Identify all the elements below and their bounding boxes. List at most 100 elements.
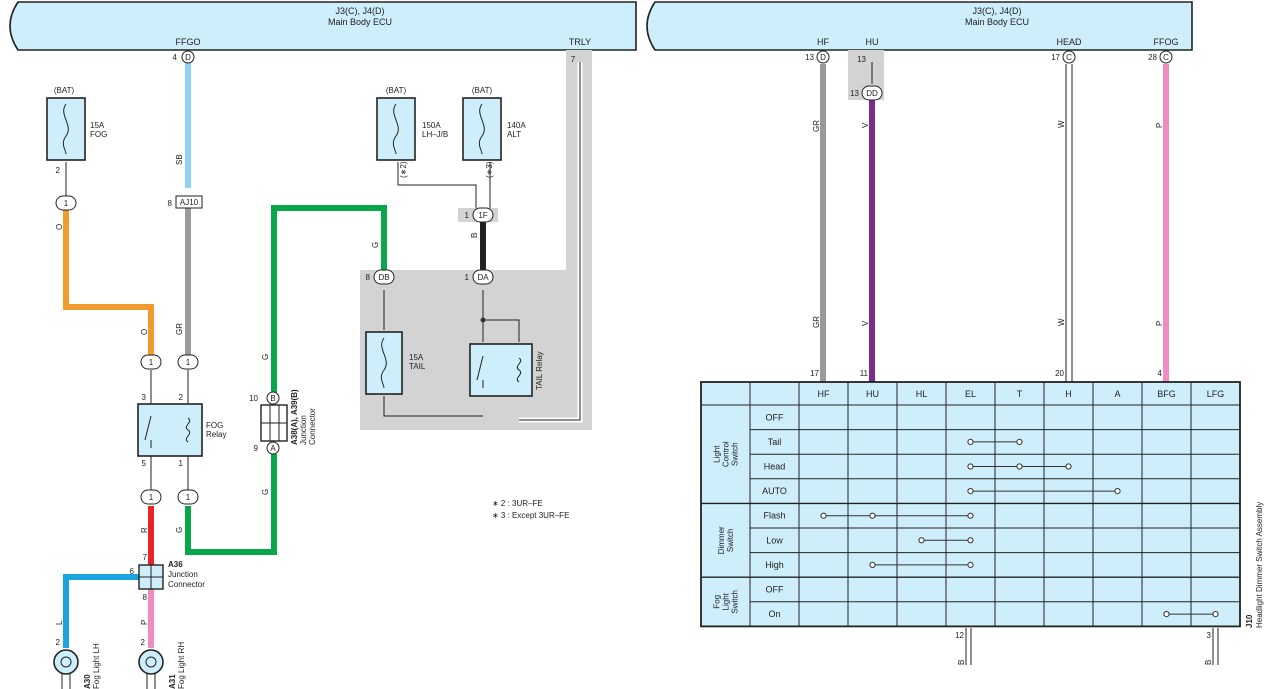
- junction-a36: 6 7 8 A36 Junction Connector: [130, 553, 206, 602]
- column-header-bfg: BFG: [1157, 389, 1176, 399]
- svg-text:G: G: [261, 354, 270, 360]
- assembly-code: J10: [1245, 614, 1254, 628]
- junction-a36-code: A36: [168, 560, 183, 569]
- fog-light-rh: A31 Fog Light RH 2: [138, 638, 186, 689]
- pin-label-ffgo: FFGO: [176, 37, 201, 47]
- svg-text:1: 1: [64, 199, 69, 208]
- wire-orange: [63, 210, 154, 355]
- wire-green-high: [271, 205, 387, 393]
- connection-dot: [967, 512, 974, 519]
- tail-relay-label: TAIL Relay: [535, 351, 544, 390]
- svg-text:Fog Light LH: Fog Light LH: [92, 643, 101, 689]
- junction-pin-b: B: [270, 394, 275, 403]
- svg-text:B: B: [1204, 660, 1213, 665]
- fog-fuse-source: (BAT): [54, 86, 75, 95]
- svg-text:7: 7: [143, 553, 148, 562]
- svg-text:GR: GR: [812, 316, 821, 328]
- column-header-hf: HF: [818, 389, 830, 399]
- connection-dot: [820, 512, 827, 519]
- svg-text:Fog Light RH: Fog Light RH: [177, 642, 186, 689]
- connection-dot: [967, 488, 974, 495]
- svg-text:8: 8: [168, 199, 173, 208]
- wire-blue: [63, 574, 139, 648]
- svg-text:W: W: [1057, 318, 1066, 326]
- svg-text:3: 3: [1207, 631, 1212, 640]
- connection-dot: [1016, 463, 1023, 470]
- svg-text:20: 20: [1055, 369, 1064, 378]
- svg-text:10: 10: [249, 394, 258, 403]
- svg-text:GR: GR: [812, 120, 821, 132]
- column-header-hl: HL: [916, 389, 928, 399]
- svg-text:B: B: [957, 660, 966, 665]
- connection-dot: [1163, 611, 1170, 618]
- svg-text:AJ10: AJ10: [180, 198, 199, 207]
- alt-fuse-amp: 140A: [507, 121, 526, 130]
- group-label: Switch: [731, 442, 740, 466]
- svg-text:2: 2: [141, 638, 146, 647]
- svg-text:C: C: [1066, 53, 1072, 62]
- group-label: Control: [722, 441, 731, 467]
- svg-text:2: 2: [56, 638, 61, 647]
- svg-text:HU: HU: [866, 37, 879, 47]
- svg-text:HEAD: HEAD: [1056, 37, 1082, 47]
- svg-text:(∗3): (∗3): [485, 161, 494, 178]
- alt-fuse: (BAT) 140A ALT: [462, 86, 526, 161]
- svg-text:G: G: [175, 527, 184, 533]
- lhjb-fuse-amp: 150A: [422, 121, 441, 130]
- row-label-low: Low: [766, 535, 783, 545]
- left-ecu: J3(C), J4(D) Main Body ECU FFGO TRLY: [9, 1, 637, 51]
- junction-pin-a: A: [270, 444, 276, 453]
- svg-text:17: 17: [810, 369, 819, 378]
- fog-fuse-amp: 15A: [90, 121, 105, 130]
- right-wires: [820, 62, 1219, 665]
- connection-dot: [1016, 438, 1023, 445]
- connection-dot: [918, 537, 925, 544]
- connection-dot: [1212, 611, 1219, 618]
- fog-fuse-name: FOG: [90, 130, 107, 139]
- svg-text:O: O: [55, 224, 64, 230]
- group-label: Fog: [713, 595, 722, 609]
- svg-text:7: 7: [571, 55, 576, 64]
- svg-text:17: 17: [1051, 53, 1060, 62]
- svg-text:11: 11: [860, 369, 869, 378]
- svg-text:12: 12: [955, 631, 964, 640]
- svg-text:Junction: Junction: [299, 415, 308, 445]
- fog-relay: FOG Relay: [137, 403, 226, 457]
- note-except-3urfe: ∗ 3 : Except 3UR–FE: [492, 511, 569, 520]
- svg-text:C: C: [1163, 53, 1169, 62]
- svg-text:8: 8: [143, 593, 148, 602]
- column-header-a: A: [1114, 389, 1120, 399]
- svg-text:D: D: [185, 53, 191, 62]
- group-label: Switch: [726, 529, 735, 553]
- svg-text:DB: DB: [378, 273, 389, 282]
- connection-dot: [967, 561, 974, 569]
- row-label-head: Head: [764, 462, 786, 472]
- column-header-lfg: LFG: [1207, 389, 1225, 399]
- lhjb-fuse-name: LH–J/B: [422, 130, 448, 139]
- group-label: Dimmer: [717, 526, 726, 554]
- svg-text:L: L: [55, 620, 64, 625]
- svg-text:13: 13: [805, 53, 814, 62]
- svg-text:4: 4: [173, 53, 178, 62]
- lhjb-fuse-source: (BAT): [386, 86, 407, 95]
- svg-text:DD: DD: [866, 89, 878, 98]
- svg-text:13: 13: [850, 89, 859, 98]
- wire-green-low: [185, 454, 277, 555]
- column-header-hu: HU: [866, 389, 879, 399]
- tail-fuse-amp: 15A: [409, 353, 424, 362]
- row-label-on: On: [768, 609, 780, 619]
- svg-text:1: 1: [465, 273, 470, 282]
- svg-text:2: 2: [179, 393, 184, 402]
- row-label-off: OFF: [766, 585, 784, 595]
- svg-text:13: 13: [857, 55, 866, 64]
- svg-text:V: V: [861, 122, 870, 128]
- svg-text:8: 8: [366, 273, 371, 282]
- row-label-high: High: [765, 560, 784, 570]
- alt-fuse-name: ALT: [507, 130, 521, 139]
- fog-light-lh: A30 Fog Light LH 2: [53, 638, 101, 689]
- svg-text:1: 1: [179, 459, 184, 468]
- column-header-h: H: [1065, 389, 1072, 399]
- column-header-t: T: [1017, 389, 1023, 399]
- fog-relay-label-1: FOG: [206, 421, 223, 430]
